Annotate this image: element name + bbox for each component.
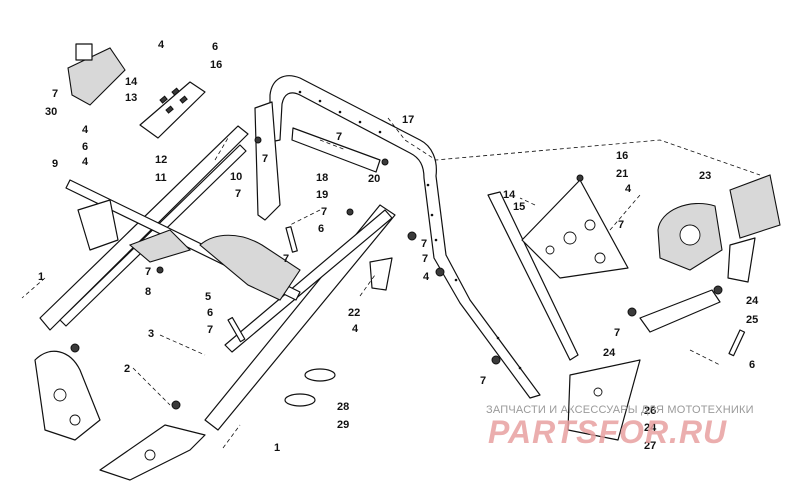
- callout-labels: 1 2 3 4 4 4 4 4 4 5 6 6 6 6 6 7 7 7 7 7 …: [38, 39, 759, 454]
- callout-7: 7: [321, 206, 327, 218]
- callout-1: 1: [38, 271, 44, 283]
- callout-7: 7: [614, 327, 620, 339]
- vertical-side-plate: [254, 101, 579, 361]
- callout-28: 28: [337, 401, 349, 413]
- callout-24: 24: [644, 422, 657, 434]
- bracket-24: [567, 289, 721, 441]
- fasteners: [70, 136, 723, 410]
- callout-7: 7: [283, 253, 289, 265]
- frame-rail-long: [39, 125, 249, 331]
- callout-4: 4: [82, 156, 89, 168]
- leader-lines: [21, 117, 761, 449]
- callout-6: 6: [207, 307, 213, 319]
- springs: [227, 226, 746, 357]
- callout-19: 19: [316, 189, 328, 201]
- callout-16: 16: [210, 59, 222, 71]
- band-clamps: [284, 368, 336, 407]
- callout-14: 14: [125, 76, 138, 88]
- roll-cage-tube: [269, 75, 541, 399]
- callout-24: 24: [603, 347, 616, 359]
- callout-4: 4: [423, 271, 430, 283]
- callout-7: 7: [235, 188, 241, 200]
- callout-6: 6: [318, 223, 324, 235]
- callout-6: 6: [212, 41, 218, 53]
- callout-10: 10: [230, 171, 242, 183]
- component-23: [657, 174, 781, 283]
- callout-6: 6: [749, 359, 755, 371]
- callout-6: 6: [82, 141, 88, 153]
- frame-rail-lower: [204, 204, 396, 431]
- callout-4: 4: [625, 183, 632, 195]
- callout-7: 7: [422, 253, 428, 265]
- callout-3: 3: [148, 328, 154, 340]
- mount-bracket: [291, 127, 381, 173]
- callout-7: 7: [421, 238, 427, 250]
- callout-21: 21: [616, 168, 628, 180]
- gusset-bracket: [369, 257, 393, 291]
- callout-20: 20: [368, 173, 380, 185]
- callout-16: 16: [616, 150, 628, 162]
- callout-13: 13: [125, 92, 137, 104]
- callout-14: 14: [503, 189, 516, 201]
- clamp-block: [75, 43, 93, 61]
- mounting-plate-top-left: [139, 81, 206, 139]
- callout-2: 2: [124, 363, 130, 375]
- callout-25: 25: [746, 314, 758, 326]
- callout-12: 12: [155, 154, 167, 166]
- floor-bracket: [34, 350, 206, 481]
- watermark-logo: PARTSFOR.RU: [488, 414, 727, 449]
- callout-7: 7: [480, 375, 486, 387]
- callout-9: 9: [52, 158, 58, 170]
- mount-plate-21: [521, 179, 629, 279]
- callout-26: 26: [644, 405, 656, 417]
- seat-bracket: [128, 229, 301, 301]
- callout-22: 22: [348, 307, 360, 319]
- callout-30: 30: [45, 106, 57, 118]
- callout-23: 23: [699, 170, 711, 182]
- callout-24: 24: [746, 295, 759, 307]
- callout-17: 17: [402, 114, 414, 126]
- callout-4: 4: [352, 323, 359, 335]
- callout-4: 4: [158, 39, 165, 51]
- callout-7: 7: [336, 131, 342, 143]
- callout-18: 18: [316, 172, 328, 184]
- callout-8: 8: [145, 286, 151, 298]
- callout-7: 7: [618, 219, 624, 231]
- callout-5: 5: [205, 291, 211, 303]
- callout-7: 7: [207, 324, 213, 336]
- callout-4: 4: [82, 124, 89, 136]
- svg-text:PARTSFOR.RU: PARTSFOR.RU: [488, 414, 727, 449]
- callout-27: 27: [644, 440, 656, 452]
- callout-11: 11: [155, 172, 167, 184]
- watermark-caption: ЗАПЧАСТИ И АКСЕССУАРЫ ДЛЯ МОТОТЕХНИКИ: [486, 404, 754, 416]
- mounting-block: [67, 47, 126, 106]
- callout-29: 29: [337, 419, 349, 431]
- callout-7: 7: [145, 266, 151, 278]
- callout-15: 15: [513, 201, 525, 213]
- callout-7: 7: [52, 88, 58, 100]
- callout-7: 7: [262, 153, 268, 165]
- callout-1: 1: [274, 442, 280, 454]
